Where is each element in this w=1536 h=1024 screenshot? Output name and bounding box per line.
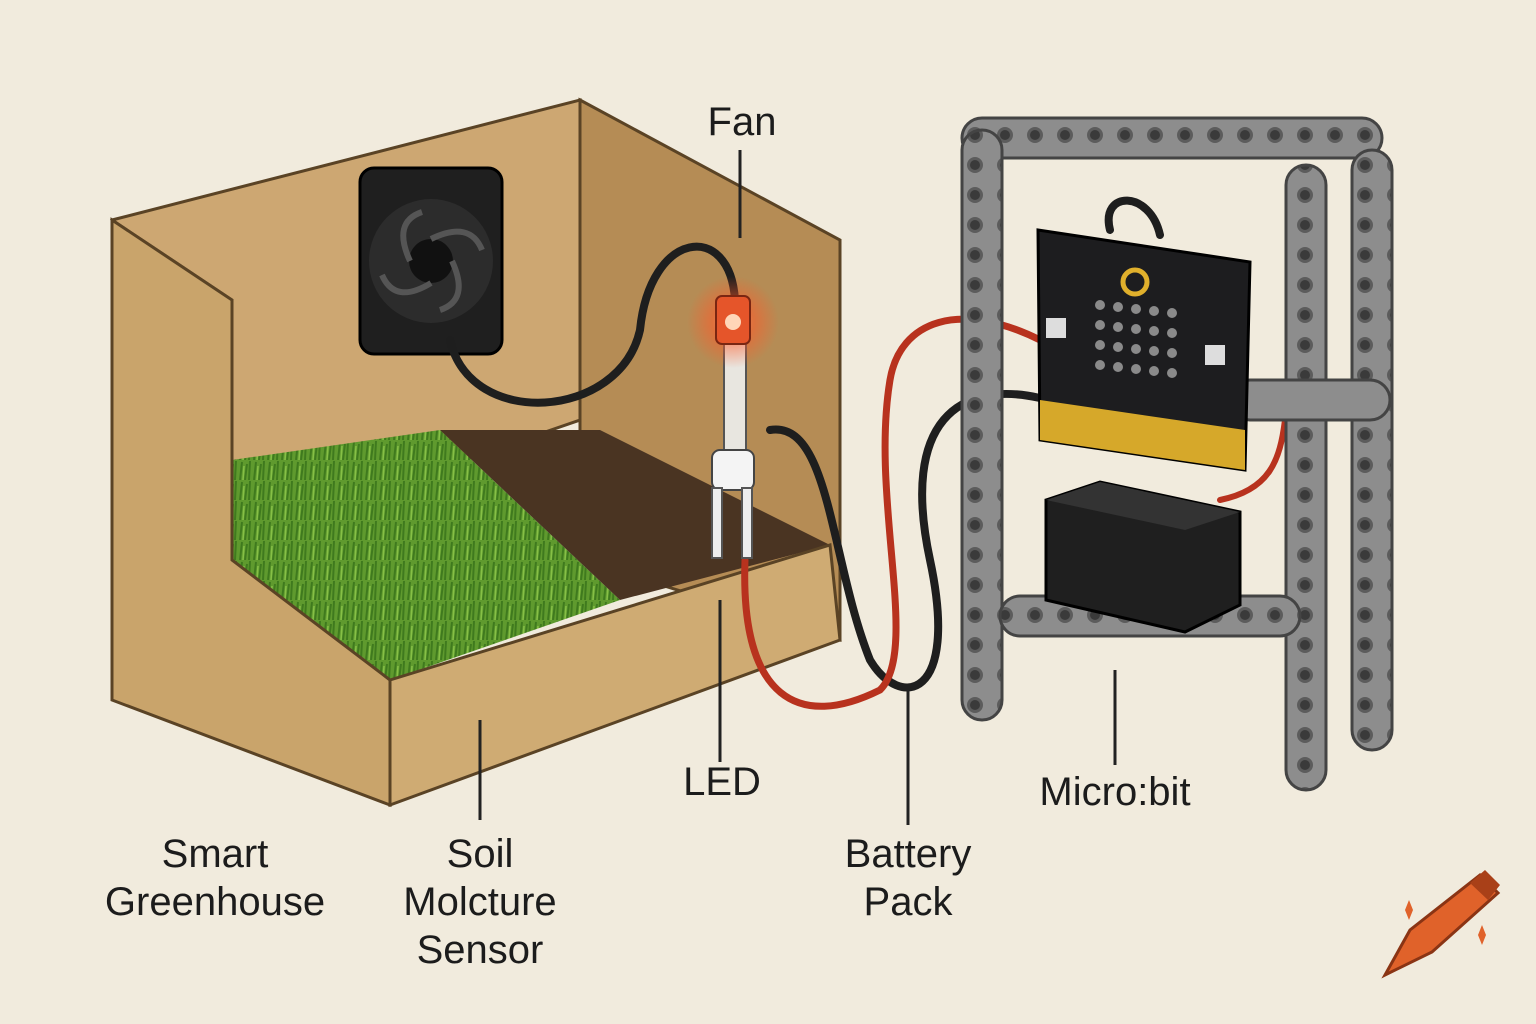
soil-area xyxy=(440,430,830,600)
grass-area xyxy=(232,430,620,680)
led-icon xyxy=(687,276,779,368)
label-fan: Fan xyxy=(707,100,777,144)
crayon-icon xyxy=(1381,870,1501,979)
wires xyxy=(446,196,1288,710)
greenhouse-box xyxy=(110,97,842,808)
label-leaders xyxy=(478,150,1117,825)
label-led: LED xyxy=(683,760,761,804)
label-sensor: Soil Molcture Sensor xyxy=(403,832,557,972)
label-battery: Battery Pack xyxy=(844,832,972,924)
lego-frame xyxy=(960,116,1394,792)
fan-icon xyxy=(358,166,504,356)
label-microbit: Micro:bit xyxy=(1039,770,1191,814)
label-greenhouse: Smart Greenhouse xyxy=(104,832,326,924)
battery-icon xyxy=(1044,480,1242,634)
microbit-icon xyxy=(1036,228,1252,472)
